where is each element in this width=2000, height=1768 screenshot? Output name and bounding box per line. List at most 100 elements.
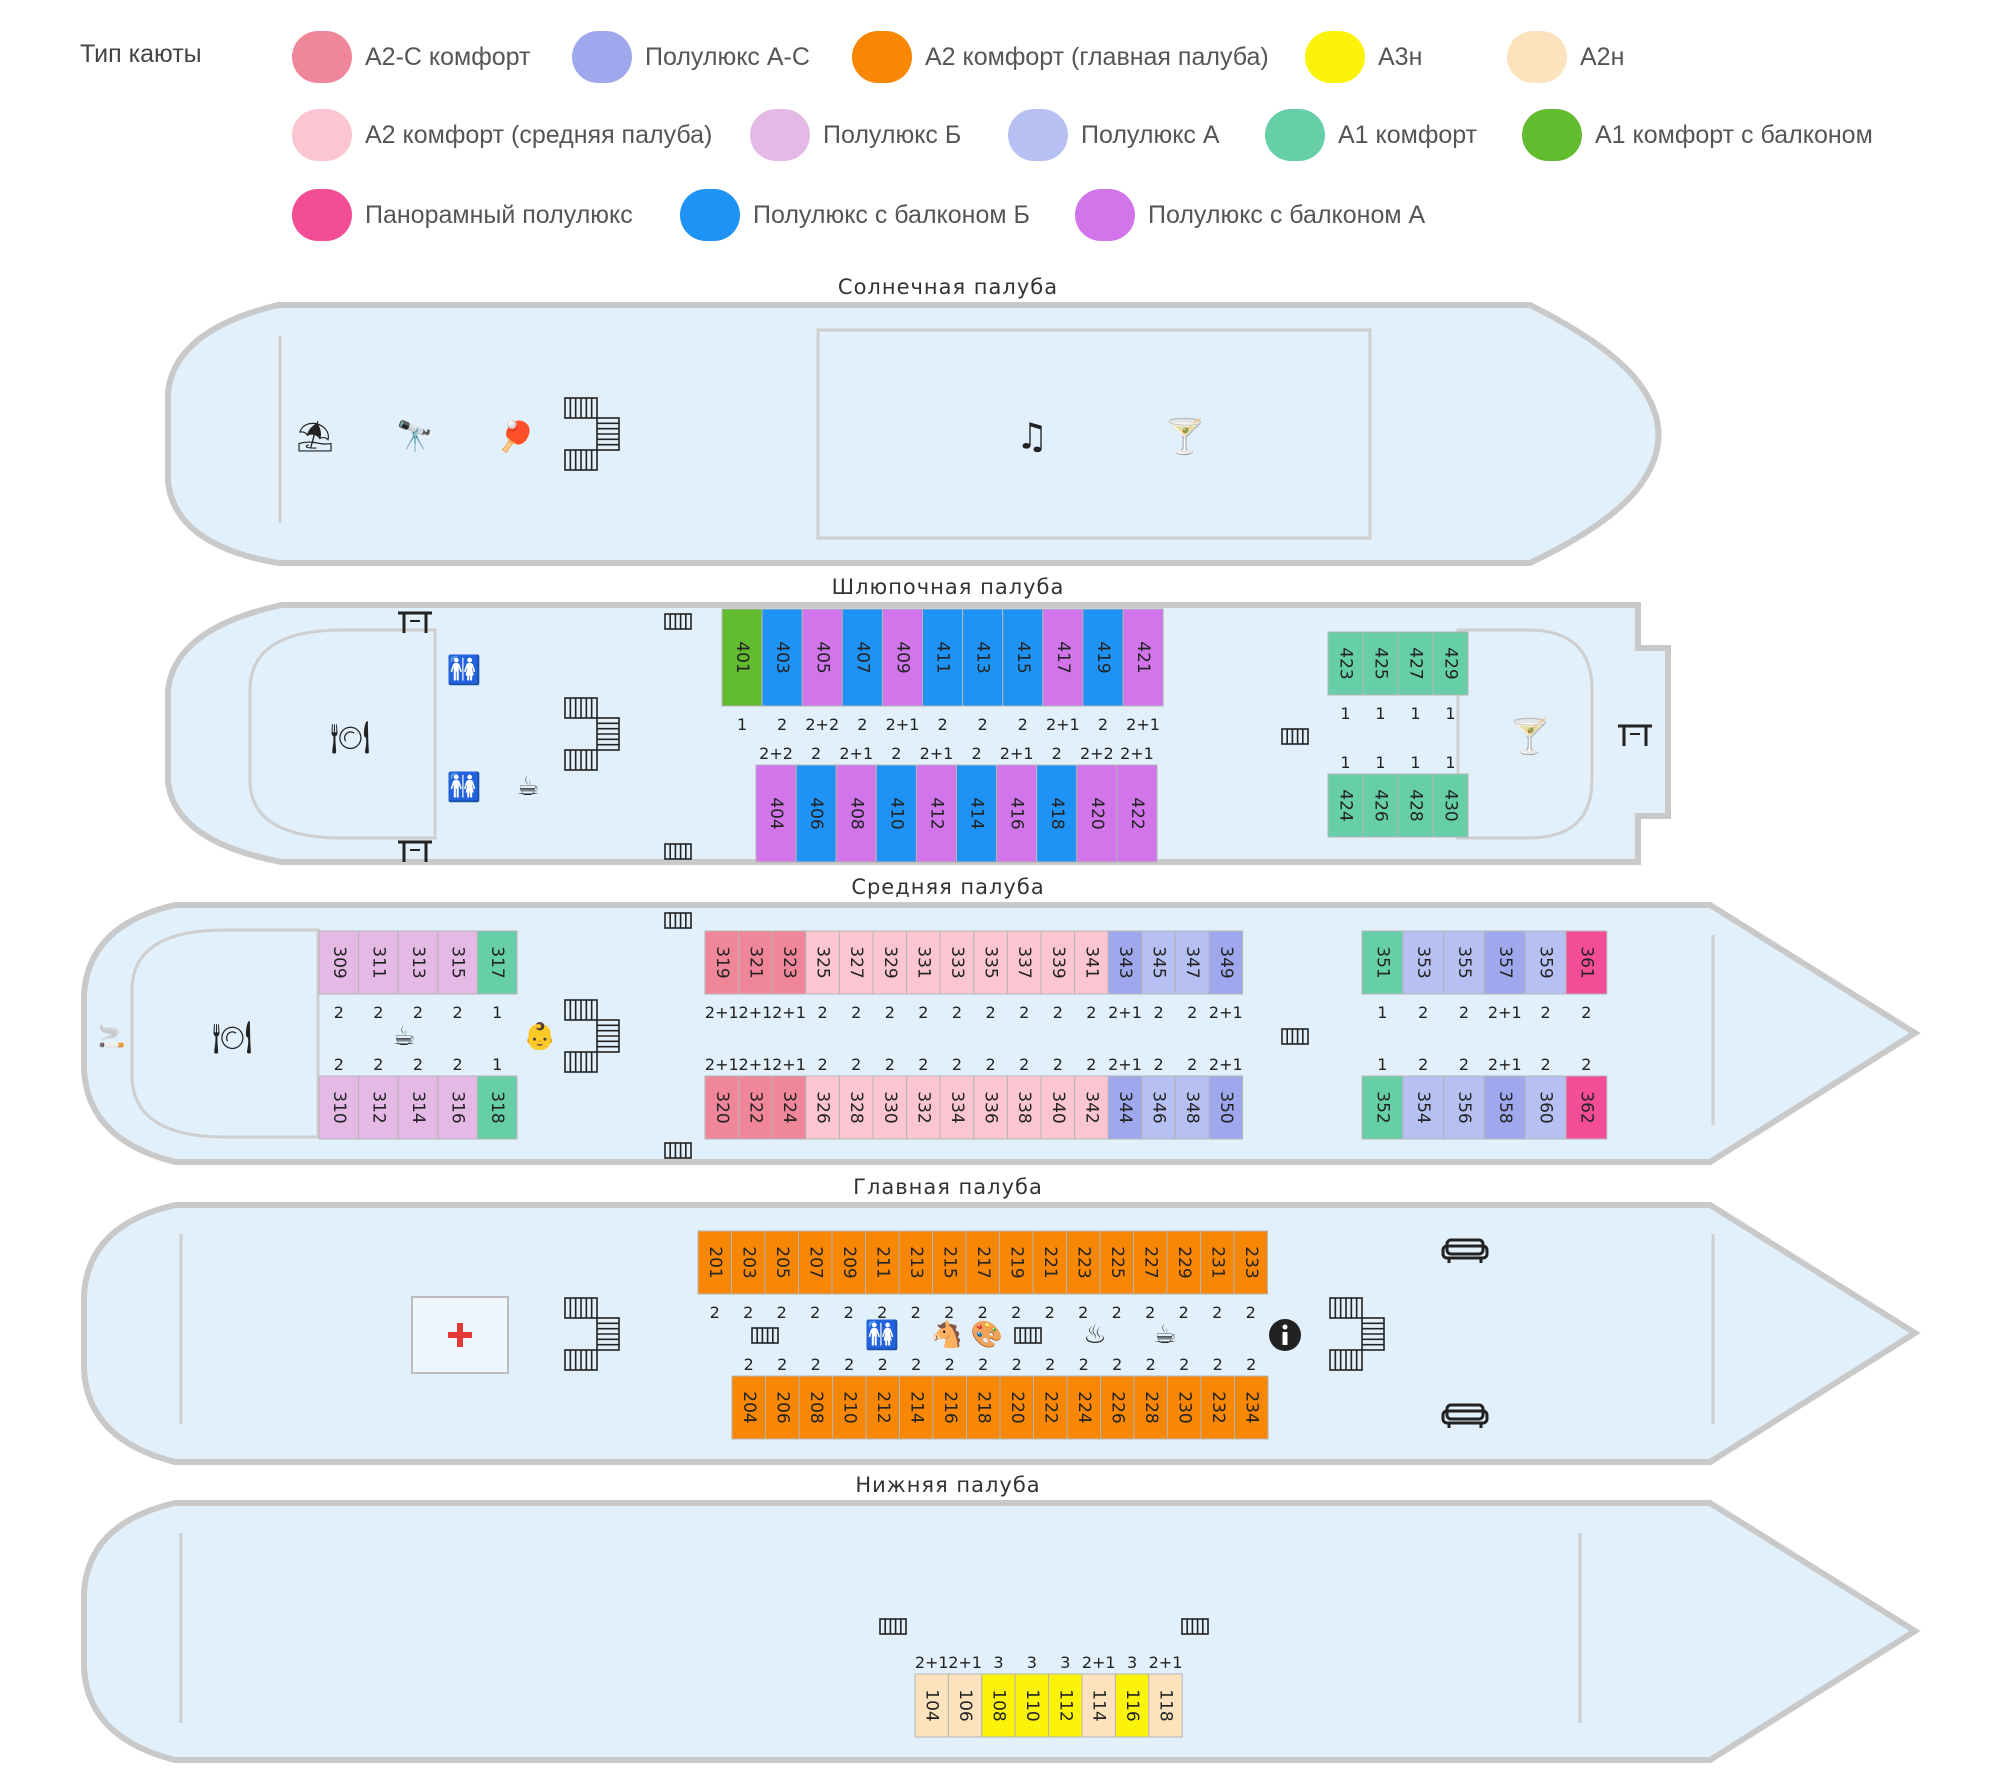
- cabin-426[interactable]: 4261: [1362, 753, 1399, 838]
- cabin-413[interactable]: 4132: [962, 608, 1004, 734]
- cabin-216[interactable]: 2162: [932, 1355, 967, 1440]
- cabin-411[interactable]: 4112: [922, 608, 964, 734]
- cabin-357[interactable]: 3572+1: [1483, 930, 1526, 1022]
- cabin-323[interactable]: 3232+1: [771, 930, 807, 1022]
- cabin-345[interactable]: 3452: [1141, 930, 1176, 1022]
- cabin-309[interactable]: 3092: [318, 930, 360, 1022]
- cabin-231[interactable]: 2312: [1200, 1230, 1235, 1322]
- cabin-225[interactable]: 2252: [1099, 1230, 1134, 1322]
- cabin-108[interactable]: 1083: [981, 1653, 1016, 1738]
- cabin-352[interactable]: 3521: [1361, 1055, 1404, 1140]
- cabin-110[interactable]: 1103: [1014, 1653, 1050, 1738]
- cabin-211[interactable]: 2112: [865, 1230, 900, 1322]
- cabin-327[interactable]: 3272: [838, 930, 874, 1022]
- cabin-407[interactable]: 4072: [841, 608, 883, 734]
- cabin-346[interactable]: 3462: [1141, 1055, 1176, 1140]
- cabin-427[interactable]: 4271: [1397, 631, 1434, 723]
- cabin-104[interactable]: 1042+1: [914, 1653, 949, 1738]
- cabin-229[interactable]: 2292: [1166, 1230, 1201, 1322]
- cabin-315[interactable]: 3152: [437, 930, 478, 1022]
- cabin-112[interactable]: 1123: [1048, 1653, 1083, 1738]
- cabin-106[interactable]: 1062+1: [947, 1653, 983, 1738]
- cabin-234[interactable]: 2342: [1234, 1355, 1269, 1440]
- cabin-325[interactable]: 3252: [805, 930, 840, 1022]
- cabin-406[interactable]: 4062: [795, 744, 837, 863]
- cabin-321[interactable]: 3212+1: [738, 930, 773, 1022]
- cabin-217[interactable]: 2172: [965, 1230, 1000, 1322]
- cabin-209[interactable]: 2092: [831, 1230, 866, 1322]
- cabin-361[interactable]: 3612: [1565, 930, 1608, 1022]
- cabin-348[interactable]: 3482: [1174, 1055, 1210, 1140]
- cabin-221[interactable]: 2212: [1032, 1230, 1067, 1322]
- cabin-233[interactable]: 2332: [1233, 1230, 1268, 1322]
- cabin-227[interactable]: 2272: [1133, 1230, 1168, 1322]
- cabin-337[interactable]: 3372: [1006, 930, 1042, 1022]
- cabin-205[interactable]: 2052: [764, 1230, 799, 1322]
- cabin-226[interactable]: 2262: [1100, 1355, 1135, 1440]
- cabin-353[interactable]: 3532: [1402, 930, 1445, 1022]
- cabin-118[interactable]: 1182+1: [1148, 1653, 1183, 1738]
- cabin-403[interactable]: 4032: [761, 608, 803, 734]
- cabin-319[interactable]: 3192+1: [704, 930, 740, 1022]
- cabin-408[interactable]: 4082+1: [835, 744, 877, 863]
- cabin-401[interactable]: 4011: [721, 608, 763, 734]
- cabin-347[interactable]: 3472: [1174, 930, 1210, 1022]
- cabin-222[interactable]: 2222: [1033, 1355, 1068, 1440]
- cabin-220[interactable]: 2202: [999, 1355, 1034, 1440]
- cabin-230[interactable]: 2302: [1167, 1355, 1202, 1440]
- cabin-310[interactable]: 3102: [318, 1055, 360, 1140]
- cabin-344[interactable]: 3442+1: [1107, 1055, 1143, 1140]
- cabin-336[interactable]: 3362: [973, 1055, 1008, 1140]
- cabin-324[interactable]: 3242+1: [771, 1055, 807, 1140]
- cabin-339[interactable]: 3392: [1040, 930, 1076, 1022]
- cabin-359[interactable]: 3592: [1524, 930, 1567, 1022]
- cabin-418[interactable]: 4182: [1036, 744, 1078, 863]
- cabin-232[interactable]: 2322: [1200, 1355, 1235, 1440]
- cabin-316[interactable]: 3162: [437, 1055, 478, 1140]
- cabin-213[interactable]: 2132: [898, 1230, 933, 1322]
- cabin-424[interactable]: 4241: [1327, 753, 1364, 838]
- cabin-215[interactable]: 2152: [932, 1230, 967, 1322]
- cabin-114[interactable]: 1142+1: [1081, 1653, 1116, 1738]
- cabin-342[interactable]: 3422: [1074, 1055, 1109, 1140]
- cabin-214[interactable]: 2142: [899, 1355, 934, 1440]
- cabin-421[interactable]: 4212+1: [1122, 608, 1164, 734]
- cabin-206[interactable]: 2062: [765, 1355, 800, 1440]
- cabin-320[interactable]: 3202+1: [704, 1055, 740, 1140]
- cabin-412[interactable]: 4122+1: [915, 744, 958, 863]
- cabin-204[interactable]: 2042: [731, 1355, 766, 1440]
- cabin-343[interactable]: 3432+1: [1107, 930, 1143, 1022]
- cabin-331[interactable]: 3312: [906, 930, 941, 1022]
- cabin-223[interactable]: 2232: [1066, 1230, 1101, 1322]
- cabin-354[interactable]: 3542: [1402, 1055, 1445, 1140]
- cabin-428[interactable]: 4281: [1397, 753, 1434, 838]
- cabin-417[interactable]: 4172+1: [1042, 608, 1084, 734]
- cabin-210[interactable]: 2102: [832, 1355, 867, 1440]
- cabin-326[interactable]: 3262: [805, 1055, 840, 1140]
- cabin-405[interactable]: 4052+2: [801, 608, 843, 734]
- cabin-362[interactable]: 3622: [1565, 1055, 1608, 1140]
- cabin-333[interactable]: 3332: [939, 930, 975, 1022]
- cabin-425[interactable]: 4251: [1362, 631, 1399, 723]
- cabin-201[interactable]: 2012: [697, 1230, 732, 1322]
- cabin-207[interactable]: 2072: [798, 1230, 833, 1322]
- cabin-340[interactable]: 3402: [1040, 1055, 1076, 1140]
- cabin-329[interactable]: 3292: [872, 930, 908, 1022]
- cabin-322[interactable]: 3222+1: [738, 1055, 773, 1140]
- cabin-416[interactable]: 4162+1: [996, 744, 1038, 863]
- cabin-409[interactable]: 4092+1: [881, 608, 924, 734]
- cabin-341[interactable]: 3412: [1074, 930, 1109, 1022]
- cabin-429[interactable]: 4291: [1432, 631, 1469, 723]
- cabin-335[interactable]: 3352: [973, 930, 1008, 1022]
- cabin-360[interactable]: 3602: [1524, 1055, 1567, 1140]
- cabin-328[interactable]: 3282: [838, 1055, 874, 1140]
- cabin-312[interactable]: 3122: [358, 1055, 399, 1140]
- cabin-404[interactable]: 4042+2: [755, 744, 797, 863]
- cabin-350[interactable]: 3502+1: [1208, 1055, 1244, 1140]
- cabin-420[interactable]: 4202+2: [1076, 744, 1118, 863]
- cabin-410[interactable]: 4102: [875, 744, 917, 863]
- cabin-349[interactable]: 3492+1: [1208, 930, 1244, 1022]
- cabin-208[interactable]: 2082: [798, 1355, 833, 1440]
- cabin-351[interactable]: 3511: [1361, 930, 1404, 1022]
- cabin-224[interactable]: 2242: [1066, 1355, 1101, 1440]
